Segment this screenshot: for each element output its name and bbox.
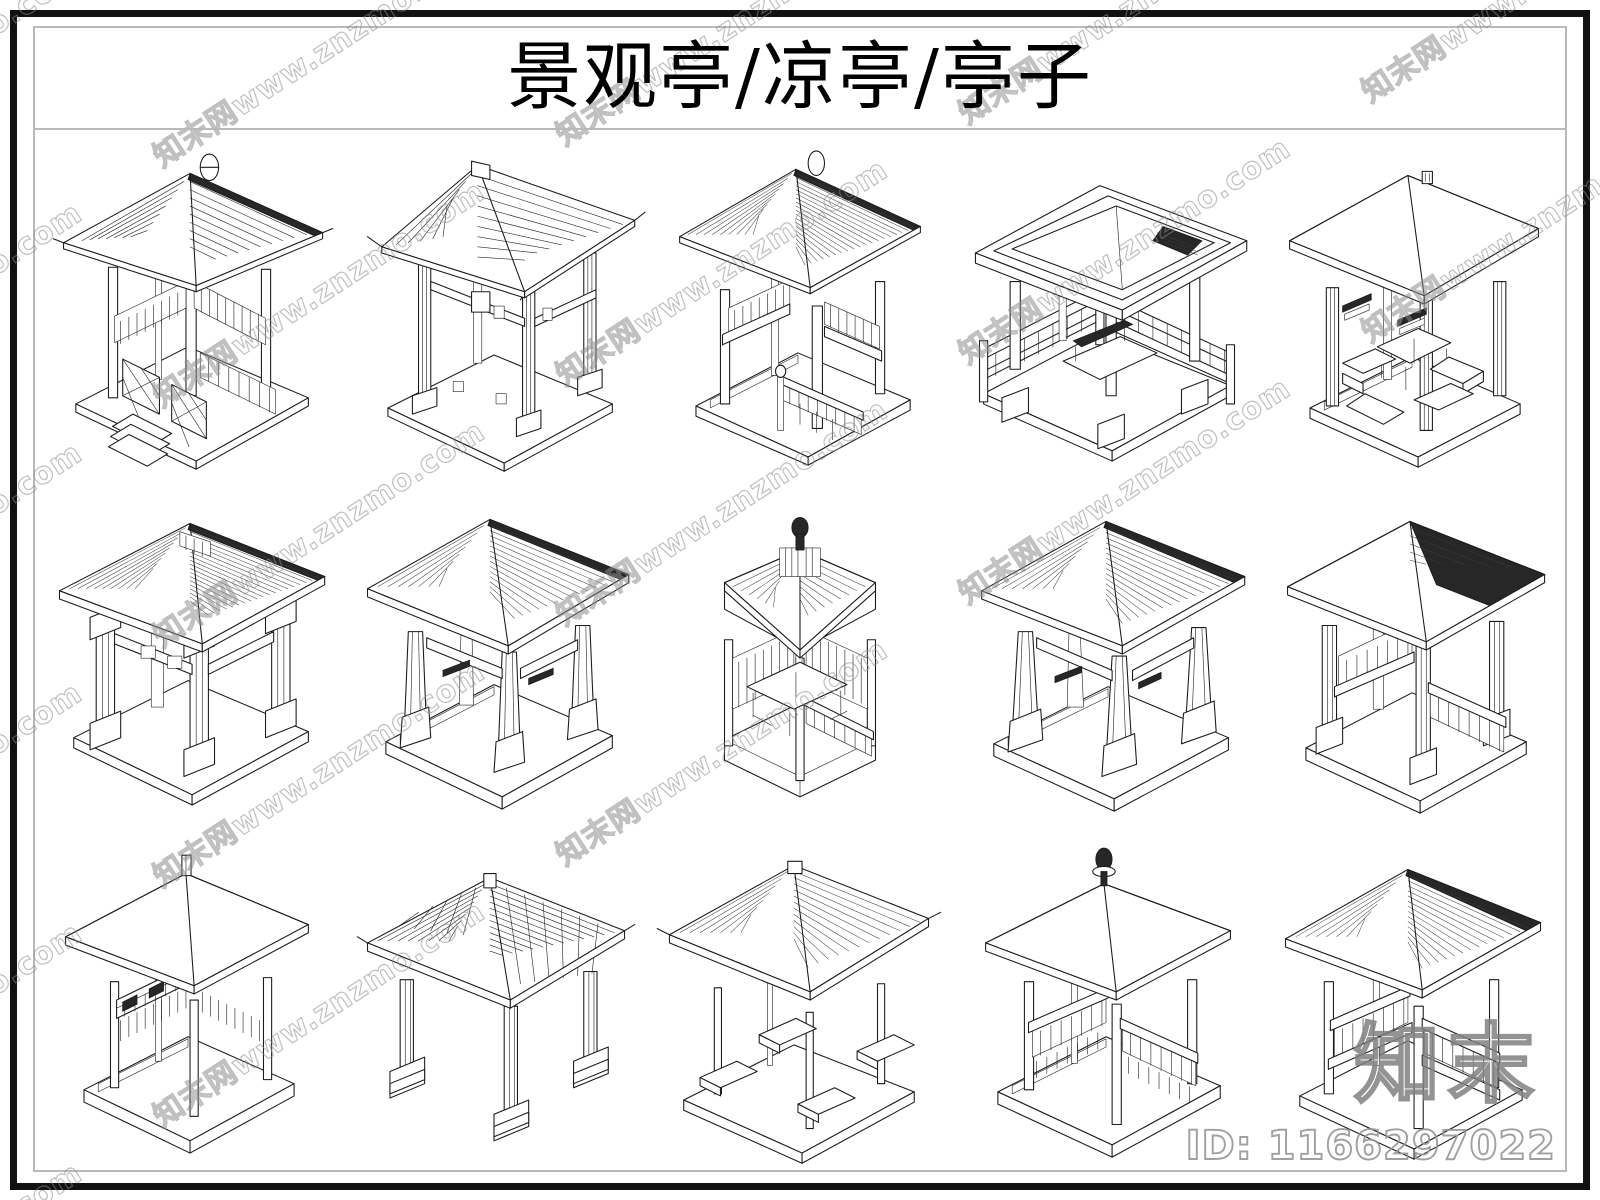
bench-plinths bbox=[699, 1017, 915, 1123]
roof bbox=[985, 883, 1231, 1001]
roof bbox=[1284, 868, 1542, 999]
pavilion-drawing-6 bbox=[58, 522, 326, 806]
drawing-cell-11[interactable] bbox=[35, 824, 341, 1170]
balustrade bbox=[1027, 987, 1199, 1087]
pavilion-drawing-15 bbox=[1284, 868, 1542, 1160]
roof bbox=[1289, 170, 1540, 305]
drawing-grid bbox=[35, 132, 1565, 1170]
roof bbox=[1287, 520, 1546, 651]
drawing-cell-9[interactable] bbox=[953, 478, 1259, 824]
drawing-cell-15[interactable] bbox=[1259, 824, 1565, 1170]
tapered-columns bbox=[399, 614, 599, 773]
pavilion-drawing-7 bbox=[366, 518, 630, 810]
beams bbox=[1036, 637, 1195, 690]
sheet-inner-border bbox=[33, 26, 1567, 1172]
drawing-cell-8[interactable] bbox=[647, 478, 953, 824]
pavilion-drawing-14 bbox=[985, 847, 1231, 1158]
pavilion-drawing-9 bbox=[981, 520, 1246, 812]
drawing-cell-5[interactable] bbox=[1259, 132, 1565, 478]
roof bbox=[58, 522, 326, 653]
beams bbox=[114, 631, 275, 675]
pavilion-drawing-4 bbox=[974, 185, 1248, 462]
pavilion-drawing-5 bbox=[1289, 170, 1540, 468]
railings bbox=[732, 629, 874, 757]
title-block: 景观亭/凉亭/亭子 bbox=[33, 26, 1567, 130]
pavilion-drawing-1 bbox=[52, 153, 334, 470]
drawing-cell-13[interactable] bbox=[647, 824, 953, 1170]
pavilion-drawing-2 bbox=[366, 160, 646, 472]
base-platform bbox=[387, 354, 613, 472]
drawing-cell-4[interactable] bbox=[953, 132, 1259, 478]
base-platform bbox=[1309, 356, 1521, 468]
sheet-title: 景观亭/凉亭/亭子 bbox=[507, 34, 1093, 120]
base-platform bbox=[83, 1036, 295, 1154]
beams bbox=[430, 280, 597, 405]
column-footings bbox=[1001, 378, 1209, 450]
brackets bbox=[1342, 293, 1427, 335]
interior-benches bbox=[746, 661, 848, 736]
interior-furniture bbox=[1342, 327, 1484, 425]
drawing-row-1 bbox=[35, 132, 1565, 478]
ornate-roof-finial bbox=[1092, 847, 1116, 887]
roof-finial bbox=[807, 150, 826, 176]
lattice-gate-panels bbox=[122, 358, 207, 448]
sheet-outer-border bbox=[10, 10, 1590, 1190]
drawing-cell-6[interactable] bbox=[35, 478, 341, 824]
pavilion-drawing-3 bbox=[679, 150, 922, 466]
pavilion-drawing-11 bbox=[65, 854, 309, 1154]
thatched-roof bbox=[656, 860, 942, 1001]
lower-balustrade bbox=[774, 364, 864, 440]
roof bbox=[366, 160, 646, 301]
beams bbox=[426, 637, 579, 686]
drawing-cell-14[interactable] bbox=[953, 824, 1259, 1170]
entry-steps bbox=[107, 413, 173, 467]
drawing-cell-7[interactable] bbox=[341, 478, 647, 824]
drawing-row-3 bbox=[35, 824, 1565, 1170]
central-bench bbox=[1062, 319, 1158, 380]
drawing-cell-2[interactable] bbox=[341, 132, 647, 478]
hexagonal-roof bbox=[723, 547, 877, 659]
roof bbox=[52, 172, 334, 293]
roof bbox=[65, 873, 309, 995]
pavilion-drawing-12 bbox=[356, 873, 636, 1142]
pavilion-drawing-8 bbox=[723, 516, 877, 798]
seat-rail bbox=[1327, 985, 1501, 1101]
flared-columns bbox=[1007, 617, 1217, 777]
roof bbox=[366, 518, 630, 655]
drawing-row-2 bbox=[35, 478, 1565, 824]
bench-seating bbox=[1333, 621, 1507, 753]
drawing-cell-3[interactable] bbox=[647, 132, 953, 478]
pavilion-drawing-10 bbox=[1287, 520, 1546, 814]
drawing-cell-1[interactable] bbox=[35, 132, 341, 478]
hanging-trim bbox=[120, 987, 260, 1042]
railings bbox=[114, 281, 277, 415]
brand-logo: 知末 bbox=[1353, 1015, 1542, 1115]
flat-canopy-roof bbox=[974, 185, 1248, 321]
pavilion-drawing-13 bbox=[656, 860, 942, 1164]
roof-finial bbox=[791, 516, 809, 551]
roof bbox=[981, 520, 1246, 655]
drawing-cell-12[interactable] bbox=[341, 824, 647, 1170]
drawing-cell-10[interactable] bbox=[1259, 478, 1565, 824]
hanging-fringe bbox=[1036, 1032, 1190, 1104]
column-bases bbox=[411, 368, 603, 438]
roof-finial bbox=[181, 854, 192, 877]
thin-columns bbox=[713, 973, 886, 1130]
sheet-id-label: ID: 1166297022 bbox=[1185, 1123, 1556, 1169]
column-plinths bbox=[389, 1046, 609, 1142]
roof bbox=[679, 168, 922, 295]
lattice-roof bbox=[356, 873, 636, 1009]
bench-seating bbox=[721, 279, 883, 362]
